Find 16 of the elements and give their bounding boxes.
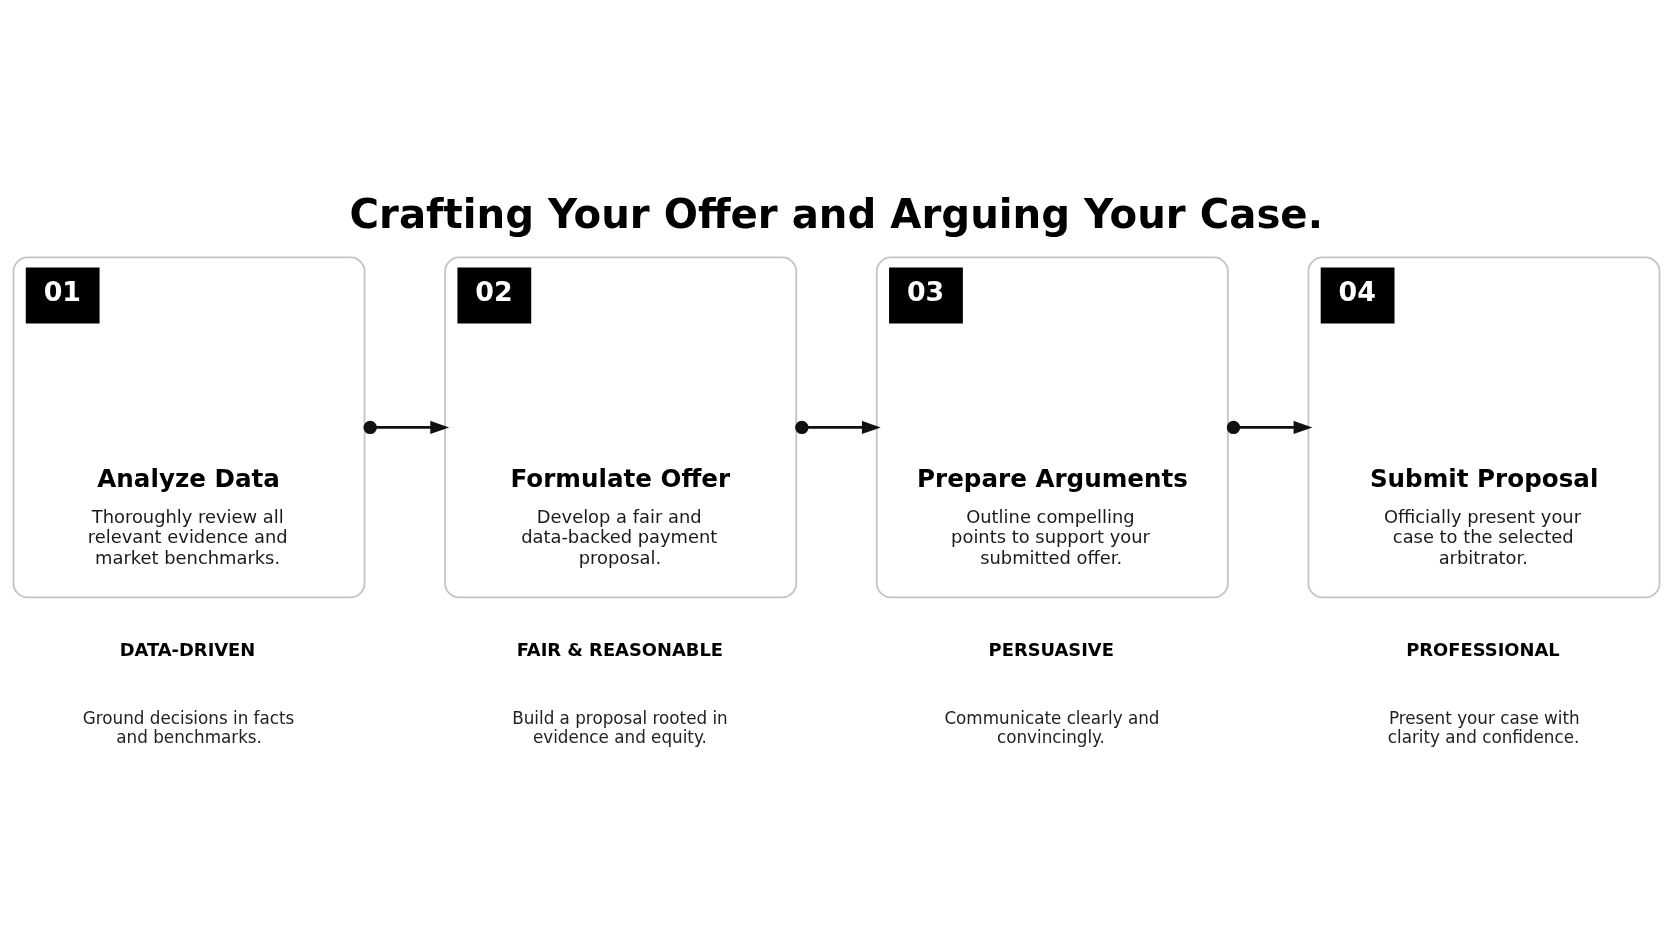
node-box: 04 Submit Proposal Officially present your case to the selected arbitrator. (1307, 256, 1660, 598)
node-box: 01 Analyze Data Thoroughly review all relevant evidence and market benchmarks. (12, 256, 365, 598)
label: FAIR & REASONABLE (516, 638, 723, 660)
diagram-title: Crafting Your Offer and Arguing Your Case. (349, 190, 1323, 237)
arrow (794, 420, 881, 434)
label: PERSUASIVE (988, 638, 1114, 660)
label: Present your case with clarity and confidence. (1387, 707, 1580, 747)
arrow (1226, 420, 1312, 434)
label: DATA-DRIVEN (119, 638, 255, 660)
arrow (362, 420, 449, 434)
label: PROFESSIONAL (1405, 638, 1560, 660)
node-box: 02 Formulate Offer Develop a fair and data-backed payment proposal. (443, 256, 797, 598)
node-box: 03 Prepare Arguments Outline compelling points to support your submitted offer. (875, 256, 1229, 598)
label: Ground decisions in facts and benchmarks. (82, 707, 294, 747)
label: Build a proposal rooted in evidence and equity. (511, 707, 728, 747)
label: Communicate clearly and convincingly. (943, 707, 1159, 747)
